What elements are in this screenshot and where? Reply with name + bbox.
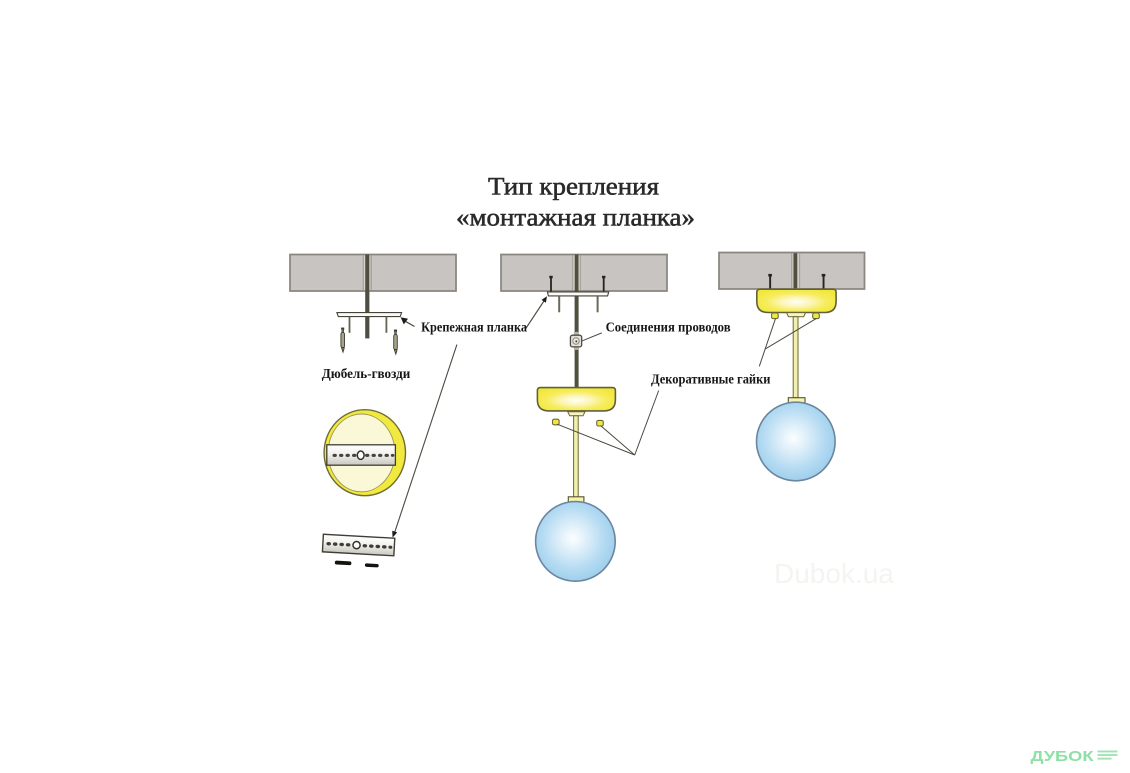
svg-text:Dubok.ua: Dubok.ua: [774, 558, 894, 589]
svg-text:Тип крепления: Тип крепления: [488, 174, 660, 201]
svg-text:Дюбель-гвозди: Дюбель-гвозди: [322, 367, 411, 382]
svg-text:Декоративные гайки: Декоративные гайки: [651, 373, 771, 388]
svg-text:Соединения проводов: Соединения проводов: [606, 321, 731, 336]
svg-text:«монтажная планка»: «монтажная планка»: [456, 205, 695, 232]
svg-text:Крепежная планка: Крепежная планка: [421, 321, 527, 336]
svg-text:ДУБОК: ДУБОК: [1031, 748, 1095, 765]
